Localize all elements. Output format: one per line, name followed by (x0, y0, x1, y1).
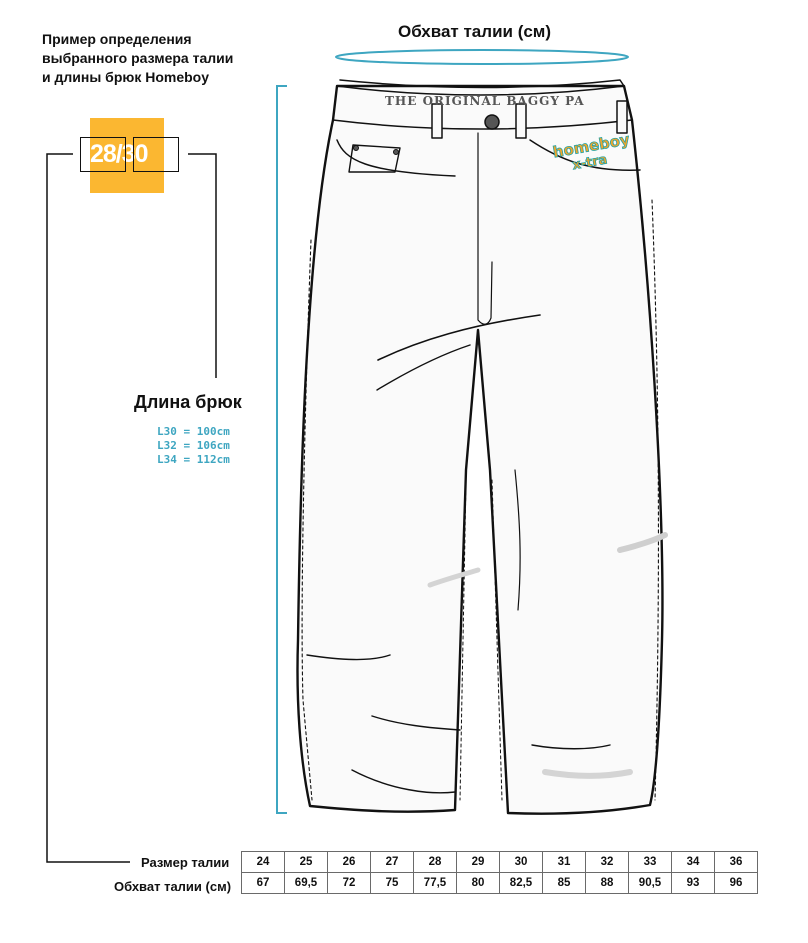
length-item: L34 = 112cm (157, 453, 230, 466)
table-cell-size: 33 (628, 851, 672, 873)
table-cell-waist: 93 (671, 872, 715, 894)
belt-loop-left (431, 103, 443, 139)
front-pocket-right (529, 139, 641, 171)
wrinkle-1 (377, 314, 541, 361)
table-cell-size: 30 (499, 851, 543, 873)
table-cell-size: 29 (456, 851, 500, 873)
shading-1 (617, 532, 668, 553)
waistband-top-rim (339, 79, 625, 89)
waistband-line (336, 85, 625, 96)
waist-ellipse (335, 49, 629, 65)
length-size-box (133, 137, 179, 172)
jeans-illustration (296, 79, 664, 815)
wrinkle-3 (306, 654, 391, 661)
table-cell-waist: 75 (370, 872, 414, 894)
table-cell-size: 26 (327, 851, 371, 873)
length-bracket (276, 85, 287, 814)
wrinkle-6 (531, 744, 611, 750)
waistband-text: THE ORIGINAL BAGGY PA (385, 94, 585, 108)
table-cell-size: 27 (370, 851, 414, 873)
table-cell-waist: 82,5 (499, 872, 543, 894)
jeans-body (296, 84, 664, 815)
table-cell-waist: 77,5 (413, 872, 457, 894)
shading-2 (427, 567, 481, 588)
table-cell-size: 24 (241, 851, 285, 873)
table-cell-size: 34 (671, 851, 715, 873)
size-label: 28/30 (90, 140, 149, 168)
table-cell-waist: 72 (327, 872, 371, 894)
wrinkle-4 (371, 715, 461, 731)
belt-loop-far-right (616, 100, 628, 134)
wrinkle-5 (351, 769, 456, 794)
shading-3 (542, 769, 633, 779)
button (484, 114, 500, 130)
inseam-left (459, 479, 467, 801)
table-cell-size: 32 (585, 851, 629, 873)
length-item: L32 = 106cm (157, 439, 230, 452)
inseam-right (491, 479, 503, 801)
rivet-1 (353, 145, 359, 151)
table-cell-size: 28 (413, 851, 457, 873)
table-cell-waist: 90,5 (628, 872, 672, 894)
table-cell-waist: 85 (542, 872, 586, 894)
length-item: L30 = 100cm (157, 425, 230, 438)
side-seam-left (301, 239, 313, 801)
table-cell-size: 31 (542, 851, 586, 873)
table-cell-size: 25 (284, 851, 328, 873)
brand-patch-line2: x-tra (571, 152, 608, 173)
side-seam-right (651, 199, 659, 801)
wrinkle-2 (376, 344, 471, 391)
table-cell-waist: 88 (585, 872, 629, 894)
row-label-waist-circumference: Обхват талии (см) (114, 879, 232, 894)
length-leader-line (188, 153, 217, 378)
wrinkle-7 (514, 469, 521, 611)
size-badge (90, 118, 164, 193)
coin-pocket (348, 144, 401, 173)
length-list: L30 = 100cm L32 = 106cm L34 = 112cm (157, 425, 230, 467)
table-cell-waist: 96 (714, 872, 758, 894)
table-cell-waist: 80 (456, 872, 500, 894)
row-label-waist-size: Размер талии (141, 855, 230, 870)
intro-line-2: выбранного размера талии (42, 50, 234, 66)
waist-circumference-title: Обхват талии (см) (398, 22, 552, 41)
size-leader-line (46, 153, 130, 863)
intro-line-1: Пример определения (42, 31, 192, 47)
waistband-bottom (332, 119, 633, 130)
table-cell-size: 36 (714, 851, 758, 873)
table-cell-waist: 67 (241, 872, 285, 894)
rivet-2 (393, 149, 399, 155)
belt-loop-right (515, 103, 527, 139)
intro-text: Пример определения выбранного размера та… (42, 30, 282, 87)
length-title: Длина брюк (134, 392, 242, 412)
waist-size-box (80, 137, 126, 172)
front-pocket-left (336, 139, 456, 177)
table-cell-waist: 69,5 (284, 872, 328, 894)
intro-line-3: и длины брюк Homeboy (42, 69, 210, 85)
